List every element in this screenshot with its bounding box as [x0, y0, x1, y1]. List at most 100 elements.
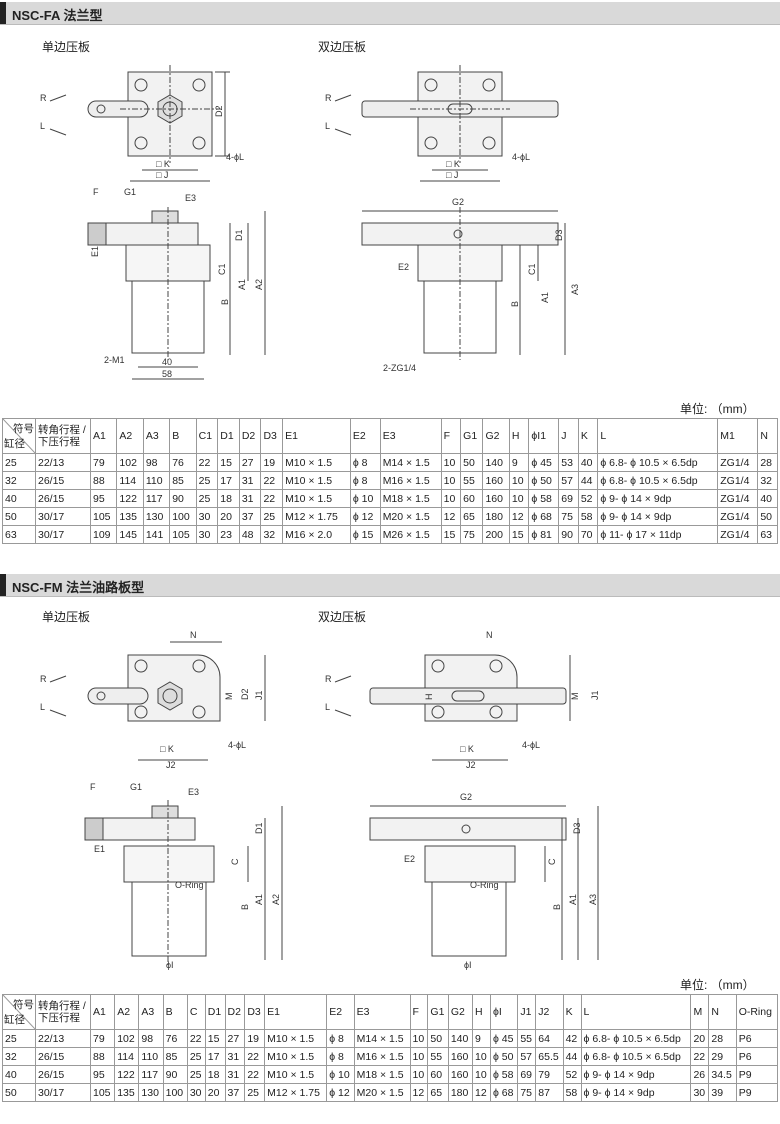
- table-cell: 105: [89, 1083, 116, 1102]
- label-N2: N: [486, 630, 493, 640]
- label-L: L: [40, 702, 45, 712]
- column-header: D1: [217, 418, 240, 454]
- label-R: R: [40, 674, 47, 684]
- label-A1b: A1: [568, 894, 578, 905]
- table-cell: ϕ 68: [489, 1083, 519, 1102]
- table-cell: M10 × 1.5: [264, 1065, 328, 1084]
- fa-double-top-view: [334, 65, 559, 182]
- table-cell: P6: [735, 1029, 779, 1048]
- label-Bb: B: [552, 904, 562, 910]
- table-cell: 69: [517, 1065, 537, 1084]
- label-G2: G2: [460, 792, 472, 802]
- column-header: J2: [535, 994, 564, 1030]
- table-cell: 12: [440, 507, 462, 526]
- header-stroke: 转角行程 / 下压行程: [35, 994, 91, 1030]
- table-cell: M12 × 1.75: [282, 507, 351, 526]
- table-cell: 22: [244, 1047, 266, 1066]
- table-cell: 15: [440, 525, 462, 544]
- label-R: R: [40, 93, 47, 103]
- column-header: A1: [89, 994, 116, 1030]
- table-cell: 60: [427, 1065, 449, 1084]
- table-cell: 69: [558, 489, 579, 508]
- table-cell: ϕ 58: [528, 489, 560, 508]
- fa-double-side-view: [361, 207, 566, 360]
- table-cell: 114: [114, 1047, 140, 1066]
- table-cell: 20: [690, 1029, 710, 1048]
- table-cell: 114: [116, 471, 144, 490]
- table-cell: ϕ 45: [489, 1029, 519, 1048]
- table-cell: ϕ 81: [528, 525, 560, 544]
- column-header: J: [558, 418, 579, 454]
- table-cell: 100: [162, 1083, 188, 1102]
- label-M2: M: [570, 693, 580, 701]
- label-E3: E3: [188, 787, 199, 797]
- table-cell: 141: [142, 525, 171, 544]
- table-cell: M12 × 1.75: [264, 1083, 328, 1102]
- label-R2: R: [325, 93, 332, 103]
- table-cell: 145: [116, 525, 144, 544]
- label-C1b: C1: [527, 263, 537, 275]
- table-cell: 30: [195, 507, 219, 526]
- table-cell: 20: [217, 507, 240, 526]
- single-clamp-label: 单边压板: [42, 40, 91, 54]
- table-cell: M16 × 2.0: [282, 525, 351, 544]
- table-cell: 180: [482, 507, 510, 526]
- table-cell: 31: [224, 1065, 246, 1084]
- table-cell: 58: [562, 1083, 582, 1102]
- table-cell: 25: [260, 507, 284, 526]
- table-cell: 19: [260, 453, 284, 472]
- table-cell: ϕ 12: [349, 507, 381, 526]
- column-header: D3: [260, 418, 284, 454]
- table-cell: 42: [562, 1029, 582, 1048]
- double-clamp-label: 双边压板: [318, 40, 367, 54]
- fa-drawings: R L D2 □ K □ J 4-ϕL F G1 E3 D1 E1 C1 B A…: [40, 65, 580, 380]
- column-header: G2: [447, 994, 474, 1030]
- table-cell: ϕ 50: [489, 1047, 519, 1066]
- column-header: E3: [379, 418, 442, 454]
- table-cell: ϕ 9- ϕ 14 × 9dp: [597, 507, 719, 526]
- column-header: K: [577, 418, 599, 454]
- table-cell: ZG1/4: [717, 489, 759, 508]
- column-header: B: [169, 418, 197, 454]
- table-cell: ϕ 45: [528, 453, 560, 472]
- column-header: D3: [244, 994, 266, 1030]
- column-header: G2: [482, 418, 510, 454]
- label-40: 40: [162, 357, 172, 367]
- header-sym: 符号: [13, 423, 34, 435]
- column-header: F: [409, 994, 429, 1030]
- table-cell: 10: [409, 1029, 429, 1048]
- label-E1: E1: [90, 246, 100, 257]
- table-cell: 64: [535, 1029, 564, 1048]
- section-header-fm: NSC-FM 法兰油路板型: [0, 574, 780, 597]
- table-cell: ϕ 10: [326, 1065, 355, 1084]
- table-cell: 25: [195, 489, 219, 508]
- table-cell: 30: [690, 1083, 710, 1102]
- label-J2b: J2: [466, 760, 476, 770]
- table-cell: 20: [204, 1083, 226, 1102]
- column-header: J1: [517, 994, 537, 1030]
- table-cell: 50: [2, 1083, 36, 1102]
- table-cell: 40: [2, 1065, 36, 1084]
- table-cell: M10 × 1.5: [282, 471, 351, 490]
- section-title: NSC-FM 法兰油路板型: [12, 580, 145, 595]
- table-cell: 22/13: [35, 1029, 91, 1048]
- table-cell: 34.5: [708, 1065, 737, 1084]
- column-header: O-Ring: [735, 994, 779, 1030]
- table-cell: 90: [162, 1065, 188, 1084]
- table-cell: 102: [116, 453, 144, 472]
- table-cell: 57: [558, 471, 579, 490]
- table-cell: M20 × 1.5: [353, 1083, 411, 1102]
- label-H: H: [424, 694, 434, 701]
- table-cell: 55: [427, 1047, 449, 1066]
- column-header: E1: [264, 994, 328, 1030]
- fm-double-side-view: [369, 805, 599, 960]
- table-cell: 17: [204, 1047, 226, 1066]
- table-cell: ϕ 9- ϕ 14 × 9dp: [597, 489, 719, 508]
- table-cell: 135: [114, 1083, 140, 1102]
- table-cell: 10: [440, 453, 462, 472]
- table-cell: ZG1/4: [717, 471, 759, 490]
- label-holes: 4-ϕL: [226, 152, 244, 162]
- table-cell: 53: [558, 453, 579, 472]
- table-cell: 100: [169, 507, 197, 526]
